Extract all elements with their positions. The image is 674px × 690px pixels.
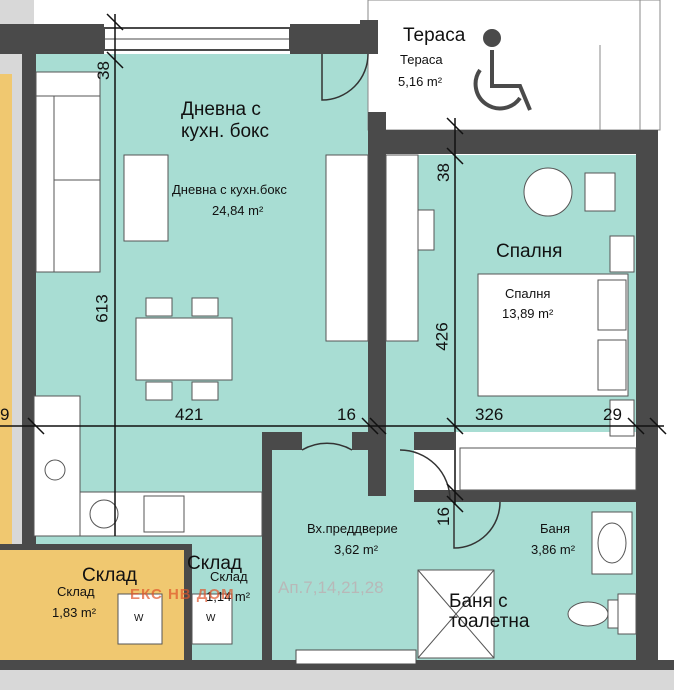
bedroom-title: Спалня — [496, 241, 563, 262]
living-title-line1: Дневна с — [181, 99, 261, 120]
washer-left — [117, 593, 163, 645]
dim-613: 613 — [92, 294, 112, 323]
living-name: Дневна с кухн.бокс — [172, 182, 287, 197]
terrace-area — [367, 0, 661, 131]
dimension-lines — [0, 13, 667, 536]
bath-area: 3,86 m² — [531, 542, 576, 557]
dim-421: 421 — [175, 405, 204, 424]
storage-mid-name: Склад — [210, 569, 248, 584]
dining-table — [135, 297, 233, 401]
round-table — [523, 167, 573, 217]
dim-38-top: 38 — [93, 61, 113, 80]
storage-mid-title: Склад — [187, 553, 242, 574]
hall-name: Вх.преддверие — [307, 521, 398, 536]
storage-mid-area: 1,14 m² — [206, 589, 251, 604]
watermark-logo: ЕКС НВ ДОМ — [130, 586, 235, 603]
coffee-table — [123, 154, 169, 242]
bedroom-name: Спалня — [505, 286, 551, 301]
dim-16-bottom: 16 — [433, 507, 453, 526]
washer-mid-label: W — [206, 613, 216, 624]
bath-title-line2: тоалетна — [449, 611, 530, 632]
walls — [0, 20, 674, 670]
terrace-area: 5,16 m² — [398, 74, 443, 89]
washer-left-label: W — [134, 613, 144, 624]
terrace-title: Тераса — [403, 25, 466, 46]
armchair — [584, 172, 616, 212]
living-title-line2: кухн. бокс — [181, 121, 270, 142]
living-area: 24,84 m² — [212, 203, 264, 218]
bathroom-fixtures — [417, 511, 637, 659]
doors — [301, 53, 501, 549]
washer-mid — [191, 593, 233, 645]
tv-unit — [325, 154, 435, 342]
wardrobe — [459, 447, 637, 491]
dim-16-mid: 16 — [337, 405, 356, 424]
sofa — [35, 71, 101, 273]
storage-left-title: Склад — [82, 565, 137, 586]
dim-38-right: 38 — [433, 163, 453, 182]
wheelchair-icon — [473, 29, 532, 111]
bedroom-area: 13,89 m² — [502, 306, 554, 321]
dim-29: 29 — [603, 405, 622, 424]
hall-floor — [262, 432, 414, 670]
hall-area: 3,62 m² — [334, 542, 379, 557]
bath-title-line1: Баня с — [449, 591, 508, 612]
storage-left-name: Склад — [57, 584, 95, 599]
terrace-name: Тераса — [400, 52, 443, 67]
storage-left-area: 1,83 m² — [52, 605, 97, 620]
bath-name: Баня — [540, 521, 570, 536]
dim-326: 326 — [475, 405, 504, 424]
dim-426: 426 — [432, 322, 452, 351]
apartment-numbers: Ап.7,14,21,28 — [278, 578, 384, 597]
bed — [477, 235, 635, 437]
kitchen-counter — [33, 395, 263, 537]
dim-9: 9 — [0, 405, 10, 424]
